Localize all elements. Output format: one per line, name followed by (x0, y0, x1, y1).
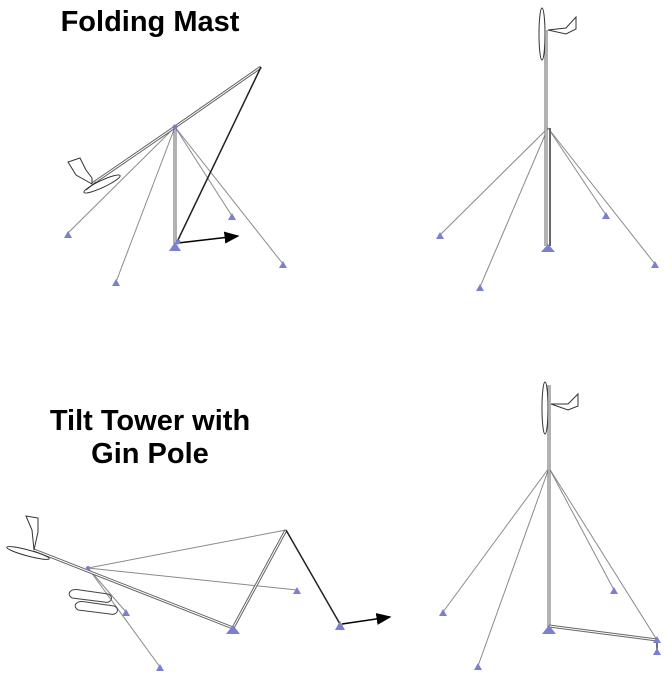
guy-wires (87, 529, 298, 668)
winch-icon (68, 589, 118, 615)
folding-mast-lowering (64, 65, 287, 286)
guy-wires (439, 127, 656, 288)
wind-turbine-icon (541, 381, 579, 435)
wind-turbine-icon (6, 515, 50, 560)
pull-direction-arrow (177, 231, 240, 244)
tower (33, 529, 288, 630)
tilt-tower-title-line2: Gin Pole (91, 438, 209, 470)
wind-turbine-icon (538, 7, 577, 61)
tilt-tower-lowered (6, 515, 392, 671)
tower (547, 385, 658, 650)
wind-turbine-icon (67, 157, 121, 194)
pull-direction-arrow (341, 613, 392, 625)
hinge-point (172, 124, 178, 130)
guy-attachment-point (86, 566, 90, 570)
tilt-tower-title: Tilt Tower with Gin Pole (20, 405, 280, 471)
folding-mast-title: Folding Mast (60, 6, 240, 38)
anchor-icons (64, 213, 287, 286)
gin-pole-cable (176, 66, 262, 243)
anchor-icons (122, 587, 345, 671)
mast (91, 65, 262, 244)
anchor-icons (436, 212, 659, 291)
tilt-tower-title-line1: Tilt Tower with (49, 405, 251, 437)
folding-mast-upright (436, 7, 659, 291)
anchor-icons (439, 587, 661, 670)
tilt-tower-upright (439, 381, 661, 670)
gin-pole-cable (285, 529, 341, 625)
guy-wires (442, 467, 658, 667)
mast (544, 30, 551, 246)
hinge-point-base (175, 239, 181, 245)
guy-wires (67, 126, 284, 283)
